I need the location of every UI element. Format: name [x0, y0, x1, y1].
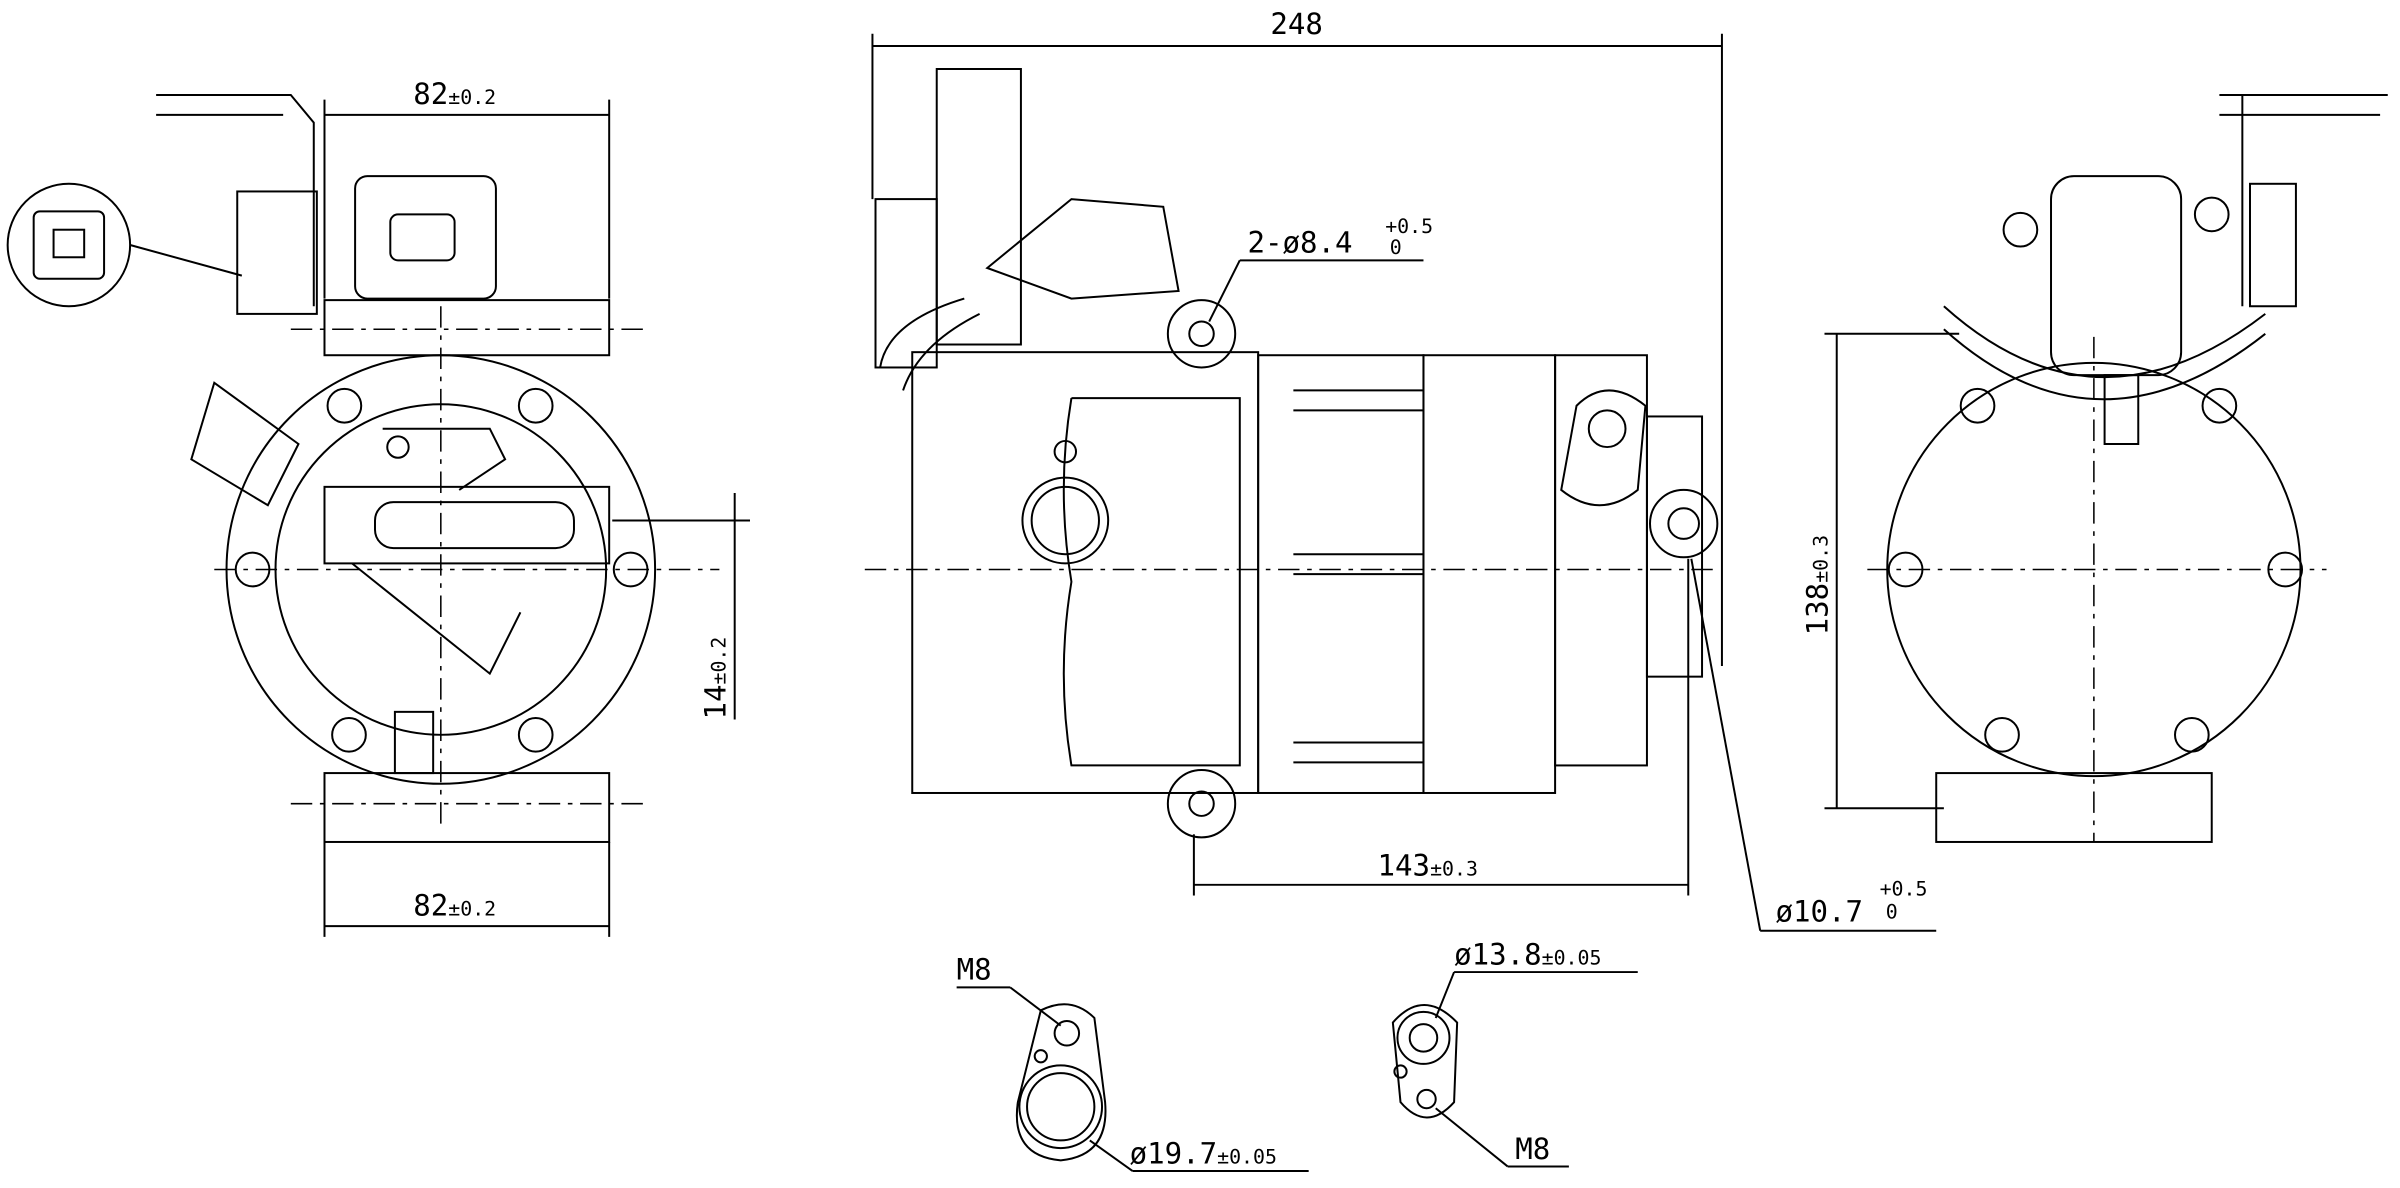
front-view: [6, 94, 720, 843]
connector-detail-callout: [6, 182, 132, 308]
detail-discharge-port: ø13.8±0.05 M8: [1391, 937, 1638, 1168]
dim-mount-holes: 2-ø8.4: [1247, 226, 1352, 260]
dim-mount-span: 143±0.3: [1378, 849, 1478, 883]
port2-dia-label: ø13.8±0.05: [1454, 937, 1601, 971]
dim-offset: 14±0.2: [699, 637, 733, 720]
front-dimensions: 82±0.2 82±0.2 14±0.2: [323, 77, 750, 937]
dim-bottom-width: 82±0.2: [413, 888, 496, 922]
port2-thread-label: M8: [1515, 1132, 1550, 1166]
rear-dimensions: 138±0.3: [1801, 332, 1960, 810]
tol-lower: 0: [1390, 236, 1402, 259]
side-view: [864, 68, 1719, 839]
dim-hole-dia: ø10.7: [1776, 895, 1864, 929]
tol-upper: +0.5: [1880, 878, 1928, 901]
mount-hole-bottom: [1166, 769, 1237, 839]
tol-upper: +0.5: [1385, 215, 1433, 238]
port1-thread-label: M8: [957, 953, 992, 987]
dim-overall-length: 248: [1270, 7, 1323, 41]
detail-suction-port: M8 ø19.7±0.05: [957, 953, 1309, 1173]
dim-height: 138±0.3: [1801, 535, 1835, 635]
side-dimensions: 248 2-ø8.4 +0.5 0 143±0.3 ø10.7 +0.5 0: [871, 7, 1937, 932]
dim-top-width: 82±0.2: [413, 77, 496, 111]
port1-dia-label: ø19.7±0.05: [1130, 1136, 1277, 1170]
tol-lower: 0: [1886, 900, 1898, 923]
mount-hole-top: [1166, 299, 1237, 369]
rear-view: [1867, 94, 2388, 843]
